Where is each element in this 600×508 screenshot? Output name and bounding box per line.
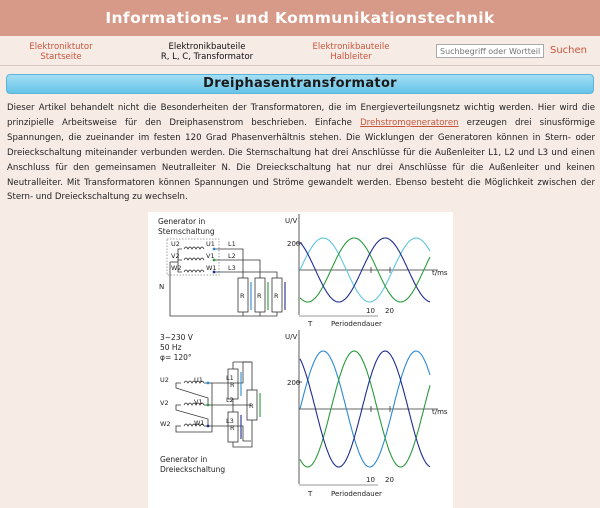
chart1-series-2-line [299,237,431,303]
neutral-label: N [159,283,164,291]
chart1-series-1-line [299,237,431,303]
main-navigation [0,36,600,66]
delta-coil-label-u2: U2 [160,376,169,384]
svg-text:R: R [230,381,235,389]
page-title: Dreiphasentransformator [203,76,397,91]
chart2-period-text: Periodendauer [331,490,382,498]
delta-label-line2: Dreieckschaltung [160,465,225,474]
delta-line-label-l1: L1 [226,374,234,382]
star-circuit-diagram: Generator in Sternschaltung U2 V2 W2 U1 … [158,217,286,317]
nav-item-halbleiter[interactable]: Elektronikbauteile Halbleiter [312,42,390,62]
delta-label-line1: Generator in [160,455,208,464]
coil-label-u2: U2 [171,240,180,248]
chart1-xtick-10: 10 [366,307,375,315]
chart2-ytick-200: 200 [287,379,300,387]
article-paragraph: Dieser Artikel behandelt nicht die Beson… [7,103,595,203]
site-title: Informations- und Kommunikationstechnik [105,9,495,27]
site-header: Informations- und Kommunikationstechnik [0,0,600,36]
svg-text:R: R [257,292,262,300]
chart2-series-2-line [299,350,431,468]
terminal-label-w1: W1 [206,264,217,272]
page-title-bar: Dreiphasentransformator [6,74,594,94]
svg-text:R: R [249,402,254,410]
drehstromgeneratoren-link[interactable]: Drehstromgeneratoren [360,117,459,128]
voltage-chart-star: U/V 200 t/ms 10 20 T Periodendauer [285,214,448,328]
coil-label-v2: V2 [171,252,180,260]
line-label-l2: L2 [228,252,236,260]
line-label-l3: L3 [228,264,236,272]
coil-label-w2: W2 [171,264,182,272]
delta-coil-u [183,380,205,384]
terminal-label-v1: V1 [206,252,215,260]
chart1-xtick-20: 20 [385,307,394,315]
coil-u [183,246,205,250]
terminal-label-u1: U1 [206,240,215,248]
chart2-period-label: T [307,490,313,498]
chart2-xlabel: t/ms [432,408,448,416]
delta-terminal-label-v1: V1 [194,398,203,406]
delta-coil-label-w2: W2 [160,420,171,428]
svg-text:R: R [230,424,235,432]
nav-item-rlc-transformator[interactable]: Elektronikbauteile R, L, C, Transformato… [160,42,254,62]
chart1-ylabel: U/V [285,217,297,225]
three-phase-figure: Generator in Sternschaltung U2 V2 W2 U1 … [148,212,453,508]
spec-frequency: 50 Hz [160,343,182,352]
search-button[interactable]: Suchen [550,45,588,56]
svg-text:R: R [240,292,245,300]
svg-text:R: R [274,292,279,300]
line-label-l1: L1 [228,240,236,248]
delta-coil-w [183,423,205,427]
star-generator-box [166,238,220,276]
chart1-period-text: Periodendauer [331,320,382,328]
voltage-chart-delta: U/V 200 t/ms 10 20 T Periodendauer [285,330,448,498]
coil-w [183,269,205,273]
delta-coil-label-v2: V2 [160,399,169,407]
chart1-ytick-200: 200 [287,240,300,248]
chart1-xlabel: t/ms [432,269,448,277]
delta-circuit-diagram: 3~230 V 50 Hz φ= 120° U2 V2 W2 U1 V1 W1 … [160,333,261,474]
delta-line-label-l3: L3 [226,417,234,425]
delta-line-label-l2: L2 [226,396,234,404]
chart2-ylabel: U/V [285,333,297,341]
star-label-line2: Sternschaltung [158,227,215,236]
spec-voltage: 3~230 V [160,333,194,342]
chart1-period-label: T [307,320,313,328]
chart2-series-3-line [299,350,431,468]
chart1-series-3-line [299,237,431,303]
spec-phase: φ= 120° [160,353,192,362]
chart2-xtick-20: 20 [385,476,394,484]
chart2-xtick-10: 10 [366,476,375,484]
search-input[interactable] [436,44,544,58]
delta-terminal-label-w1: W1 [194,419,205,427]
chart2-series-1-line [299,350,431,468]
delta-terminal-label-u1: U1 [194,376,203,384]
nav-item-startseite[interactable]: Elektroniktutor Startseite [29,42,93,62]
coil-v [183,257,205,261]
delta-coil-v [183,402,205,406]
star-label-line1: Generator in [158,217,206,226]
